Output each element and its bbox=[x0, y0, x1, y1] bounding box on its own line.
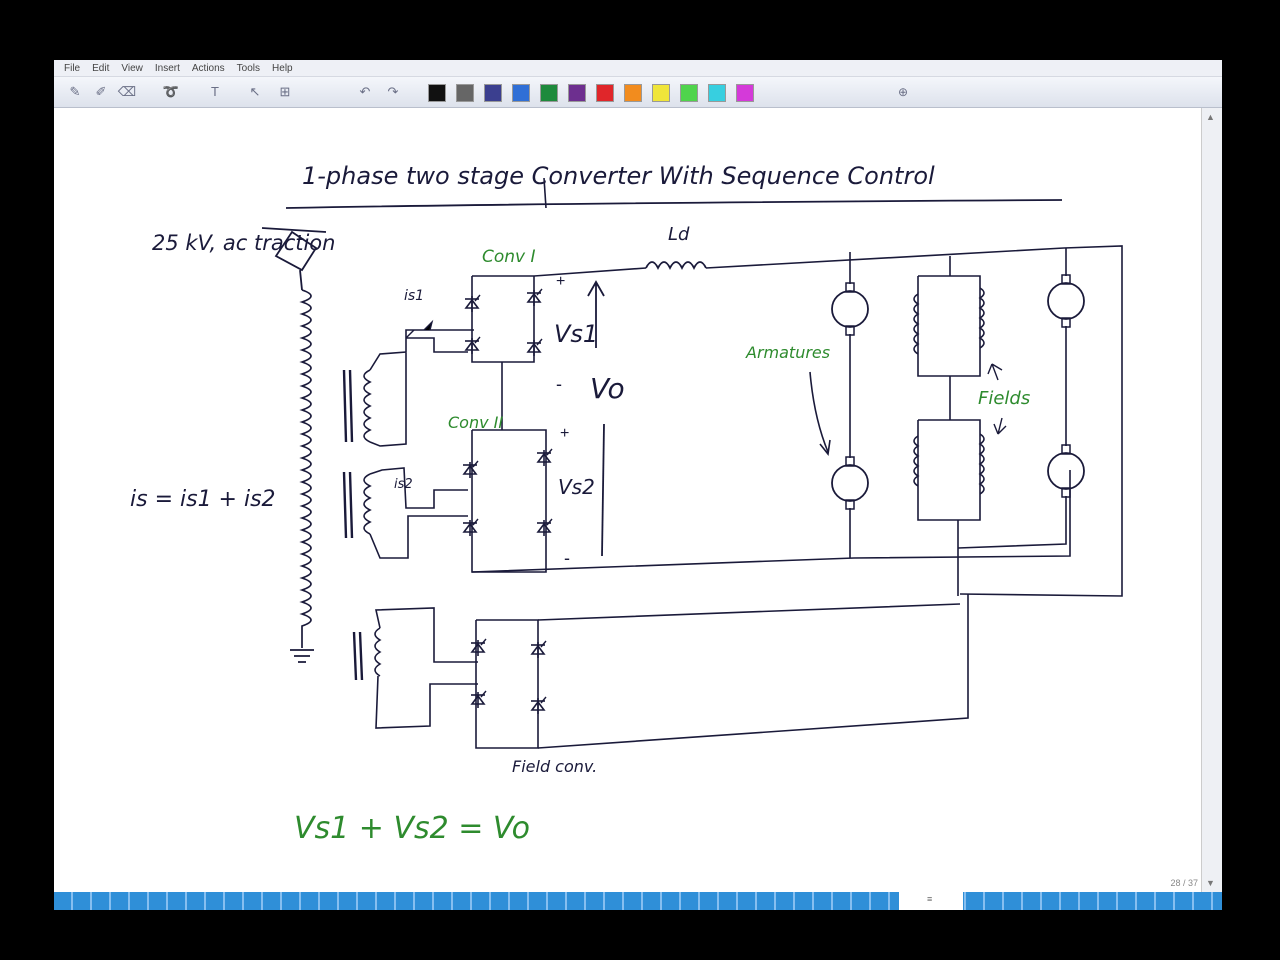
pointer-icon[interactable]: ↖ bbox=[249, 84, 261, 99]
board-title: 1-phase two stage Converter With Sequenc… bbox=[302, 162, 935, 190]
conv1-label: Conv I bbox=[482, 247, 536, 267]
color-swatch-red[interactable] bbox=[596, 84, 614, 102]
zoom-icon[interactable]: ⊕ bbox=[897, 85, 909, 99]
journal-window: File Edit View Insert Actions Tools Help… bbox=[54, 60, 1222, 910]
polarity-minus-2: - bbox=[564, 548, 570, 568]
undo-icon[interactable]: ↶ bbox=[359, 84, 371, 99]
scroll-up-icon[interactable]: ▲ bbox=[1206, 112, 1215, 122]
is1-label: is1 bbox=[404, 288, 424, 304]
color-swatch-light-green[interactable] bbox=[680, 84, 698, 102]
lasso-icon[interactable]: ➰ bbox=[162, 84, 180, 99]
color-swatch-navy[interactable] bbox=[484, 84, 502, 102]
circuit-drawing: 1-phase two stage Converter With Sequenc… bbox=[130, 162, 1123, 846]
vertical-scrollbar[interactable]: ▲ ▼ bbox=[1201, 108, 1222, 892]
is2-label: is2 bbox=[394, 477, 413, 492]
redo-icon[interactable]: ↷ bbox=[387, 84, 399, 99]
taskbar-gap: ≡ bbox=[899, 892, 963, 910]
color-swatch-gray[interactable] bbox=[456, 84, 474, 102]
toolbar: ✎ ✐ ⌫ ➰ T ↖ ⊞ ↶ ↷ ⊕ bbox=[54, 77, 1222, 108]
color-swatch-blue[interactable] bbox=[512, 84, 530, 102]
scroll-down-icon[interactable]: ▼ bbox=[1206, 878, 1215, 888]
polarity-plus-2: + bbox=[560, 425, 569, 442]
vs2-label: Vs2 bbox=[558, 475, 595, 499]
conv2-label: Conv II bbox=[448, 413, 503, 432]
color-swatch-orange[interactable] bbox=[624, 84, 642, 102]
menu-view[interactable]: View bbox=[121, 62, 143, 74]
polarity-plus-1: + bbox=[556, 273, 565, 290]
voltage-equation: Vs1 + Vs2 = Vo bbox=[294, 811, 530, 846]
color-swatch-purple[interactable] bbox=[568, 84, 586, 102]
polarity-minus-1: - bbox=[556, 374, 562, 394]
pen-icon[interactable]: ✎ bbox=[69, 84, 81, 99]
vo-label: Vo bbox=[590, 372, 625, 405]
highlighter-icon[interactable]: ✐ bbox=[95, 84, 107, 99]
eraser-icon[interactable]: ⌫ bbox=[117, 84, 137, 99]
current-equation: is = is1 + is2 bbox=[130, 487, 276, 512]
field-conv-label: Field conv. bbox=[512, 757, 597, 776]
ld-label: Ld bbox=[668, 224, 690, 245]
color-swatch-black[interactable] bbox=[428, 84, 446, 102]
menu-file[interactable]: File bbox=[64, 62, 81, 74]
writing-canvas[interactable]: 1-phase two stage Converter With Sequenc… bbox=[54, 108, 1200, 892]
vs1-label: Vs1 bbox=[554, 320, 598, 348]
color-swatch-green[interactable] bbox=[540, 84, 558, 102]
menu-tools[interactable]: Tools bbox=[236, 62, 261, 74]
color-swatch-magenta[interactable] bbox=[736, 84, 754, 102]
armatures-label: Armatures bbox=[745, 343, 830, 362]
color-swatch-cyan[interactable] bbox=[708, 84, 726, 102]
text-icon[interactable]: T bbox=[211, 84, 219, 99]
menu-insert[interactable]: Insert bbox=[154, 62, 180, 74]
menu-edit[interactable]: Edit bbox=[92, 62, 110, 74]
menu-actions[interactable]: Actions bbox=[191, 62, 225, 74]
page-indicator: 28 / 37 bbox=[1170, 878, 1198, 888]
taskbar-divider-icon: ≡ bbox=[927, 894, 933, 904]
menu-bar: File Edit View Insert Actions Tools Help bbox=[54, 60, 1222, 77]
menu-help[interactable]: Help bbox=[272, 62, 293, 74]
taskbar bbox=[54, 892, 1222, 910]
color-swatch-yellow[interactable] bbox=[652, 84, 670, 102]
insert-space-icon[interactable]: ⊞ bbox=[279, 84, 291, 99]
supply-label: 25 kV, ac traction bbox=[152, 231, 335, 255]
fields-label: Fields bbox=[978, 388, 1030, 409]
